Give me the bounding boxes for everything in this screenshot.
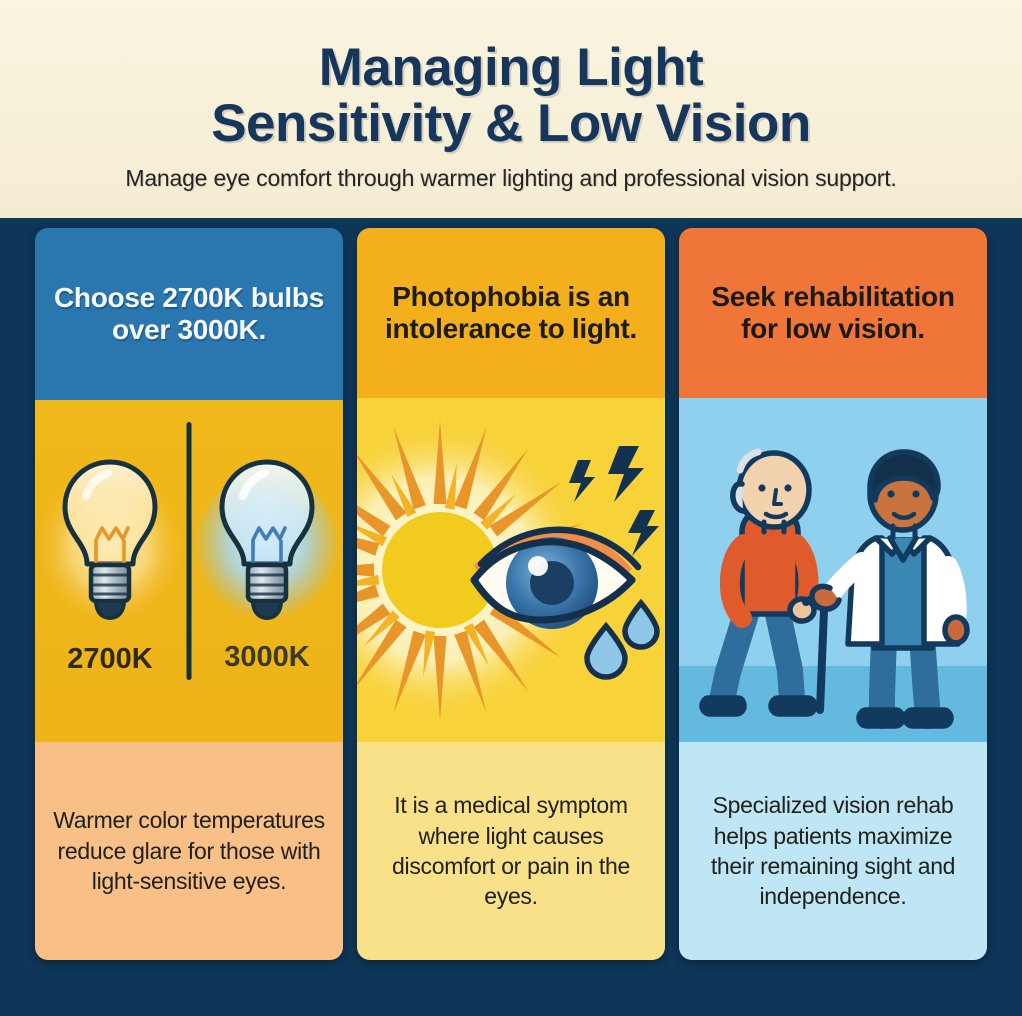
card-photophobia[interactable]: Photophobia is an intolerance to light. <box>357 228 665 960</box>
page-subtitle: Manage eye comfort through warmer lighti… <box>125 164 897 191</box>
cool-bulb-label: 3000K <box>224 641 310 673</box>
header-band: Managing Light Sensitivity & Low Vision … <box>0 0 1022 218</box>
patient-and-doctor-icon <box>679 398 987 742</box>
warm-bulb-glyph <box>62 459 158 620</box>
card-photophobia-illustration <box>357 398 665 742</box>
card-rehab-headline: Seek rehabilitation for low vision. <box>679 228 987 398</box>
sun-disc <box>382 512 498 628</box>
page-title-line-1: Managing Light <box>318 38 704 98</box>
card-rehab[interactable]: Seek rehabilitation for low vision. <box>679 228 987 960</box>
eye-glyph <box>470 526 642 629</box>
warm-bulb-label: 2700K <box>67 643 153 675</box>
page-title: Managing Light Sensitivity & Low Vision <box>211 40 811 150</box>
card-photophobia-caption: It is a medical symptom where light caus… <box>357 742 665 960</box>
cool-bulb-glyph <box>219 459 315 620</box>
card-rehab-caption: Specialized vision rehab helps patients … <box>679 742 987 960</box>
card-rehab-illustration <box>679 398 987 742</box>
two-light-bulbs-icon: 2700K 3000K <box>37 422 338 680</box>
sun-glare-eye-icon <box>357 420 660 720</box>
page-title-line-2: Sensitivity & Low Vision <box>211 93 811 153</box>
card-row: Choose 2700K bulbs over 3000K. <box>0 218 1022 1016</box>
eye-highlight <box>528 556 548 576</box>
card-bulbs-illustration: 2700K 3000K <box>35 400 343 742</box>
card-bulbs-caption: Warmer color temperatures reduce glare f… <box>35 742 343 960</box>
card-bulbs-headline: Choose 2700K bulbs over 3000K. <box>35 228 343 400</box>
elderly-patient-figure <box>699 448 828 717</box>
card-photophobia-headline: Photophobia is an intolerance to light. <box>357 228 665 398</box>
doctor-figure <box>809 449 970 729</box>
tear-drops <box>584 598 660 680</box>
pain-lightning-bolts <box>569 446 659 556</box>
card-bulbs[interactable]: Choose 2700K bulbs over 3000K. <box>35 228 343 960</box>
